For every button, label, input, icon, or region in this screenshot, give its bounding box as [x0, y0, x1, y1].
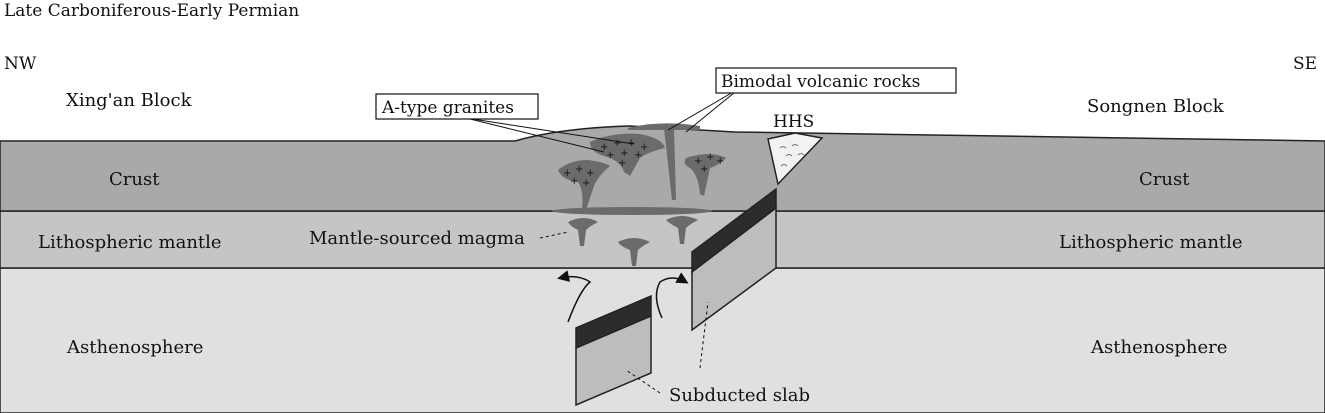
svg-text:+: +	[618, 158, 626, 169]
granite-body-left	[558, 160, 610, 210]
crust-label-right: Crust	[1139, 169, 1190, 190]
a-type-granites-leader	[465, 117, 605, 153]
orientation-se: SE	[1293, 54, 1317, 74]
slab-right-body	[691, 206, 777, 332]
hhs-texture	[779, 144, 805, 167]
subducted-slab-left	[575, 294, 652, 407]
svg-text:+: +	[620, 148, 628, 159]
subducted-slab-right	[691, 187, 777, 332]
bimodal-volcanic-rocks-box	[715, 67, 957, 94]
mantle-label-left: Lithospheric mantle	[38, 232, 222, 253]
crust-layer	[0, 125, 1325, 212]
asthenosphere-label-left: Asthenosphere	[66, 337, 203, 358]
svg-text:+: +	[563, 168, 571, 179]
mantle-magma-blob-1	[568, 218, 598, 246]
mantle-magma-blob-3	[666, 216, 698, 244]
svg-text:+: +	[716, 156, 724, 167]
crust-label-left: Crust	[109, 169, 160, 190]
svg-text:+: +	[640, 142, 648, 153]
bimodal-volcanic-leader-2	[685, 87, 741, 133]
upwelling-arrows	[557, 270, 689, 323]
block-label-songnen: Songnen Block	[1087, 96, 1225, 117]
svg-text:+: +	[606, 150, 614, 161]
svg-text:+: +	[582, 178, 590, 189]
mantle-magma-blob-2	[618, 238, 650, 266]
upwelling-arrow-left	[557, 270, 592, 323]
svg-text:+: +	[634, 150, 642, 161]
slab-left-body	[575, 314, 652, 407]
svg-text:+: +	[706, 152, 714, 163]
hhs-wedge	[767, 132, 824, 186]
block-label-xingan: Xing'an Block	[66, 90, 193, 111]
granite-body-right	[684, 154, 726, 196]
mantle-label-right: Lithospheric mantle	[1059, 232, 1243, 253]
lithospheric-mantle-layer	[0, 210, 1325, 269]
layer-bands	[0, 125, 1325, 413]
svg-text:+: +	[575, 164, 583, 175]
underplated-magma-layer	[552, 207, 712, 215]
subducted-slab-leader-1	[625, 369, 661, 394]
subducted-slab-leader-2	[699, 301, 709, 369]
svg-text:+: +	[586, 168, 594, 179]
volcanic-conduit	[664, 128, 676, 200]
mantle-magma-blobs	[568, 216, 698, 266]
a-type-granites-leader-2	[465, 117, 635, 145]
granite-body-center	[590, 133, 665, 176]
volcanic-cap	[628, 123, 700, 130]
mantle-sourced-magma-label: Mantle-sourced magma	[309, 228, 525, 249]
asthenosphere-label-right: Asthenosphere	[1090, 337, 1227, 358]
a-type-granites-box	[375, 93, 539, 120]
orientation-nw: NW	[4, 54, 37, 74]
svg-text:+: +	[694, 156, 702, 167]
diagram-title: Late Carboniferous-Early Permian	[4, 1, 299, 21]
hhs-label: HHS	[773, 112, 814, 132]
svg-text:+: +	[613, 138, 621, 149]
a-type-granites-label: A-type granites	[381, 98, 514, 118]
svg-text:+: +	[700, 164, 708, 175]
svg-text:+: +	[570, 176, 578, 187]
mantle-magma-leader	[539, 231, 569, 239]
upwelling-arrow-right	[655, 272, 689, 319]
subducted-slab-label: Subducted slab	[669, 385, 810, 406]
asthenosphere-layer	[0, 267, 1325, 413]
a-type-granite-bodies	[558, 123, 726, 210]
bimodal-volcanic-leader	[667, 87, 741, 131]
svg-text:+: +	[600, 142, 608, 153]
bimodal-volcanic-rocks-label: Bimodal volcanic rocks	[721, 72, 920, 92]
leader-lines	[465, 87, 741, 394]
